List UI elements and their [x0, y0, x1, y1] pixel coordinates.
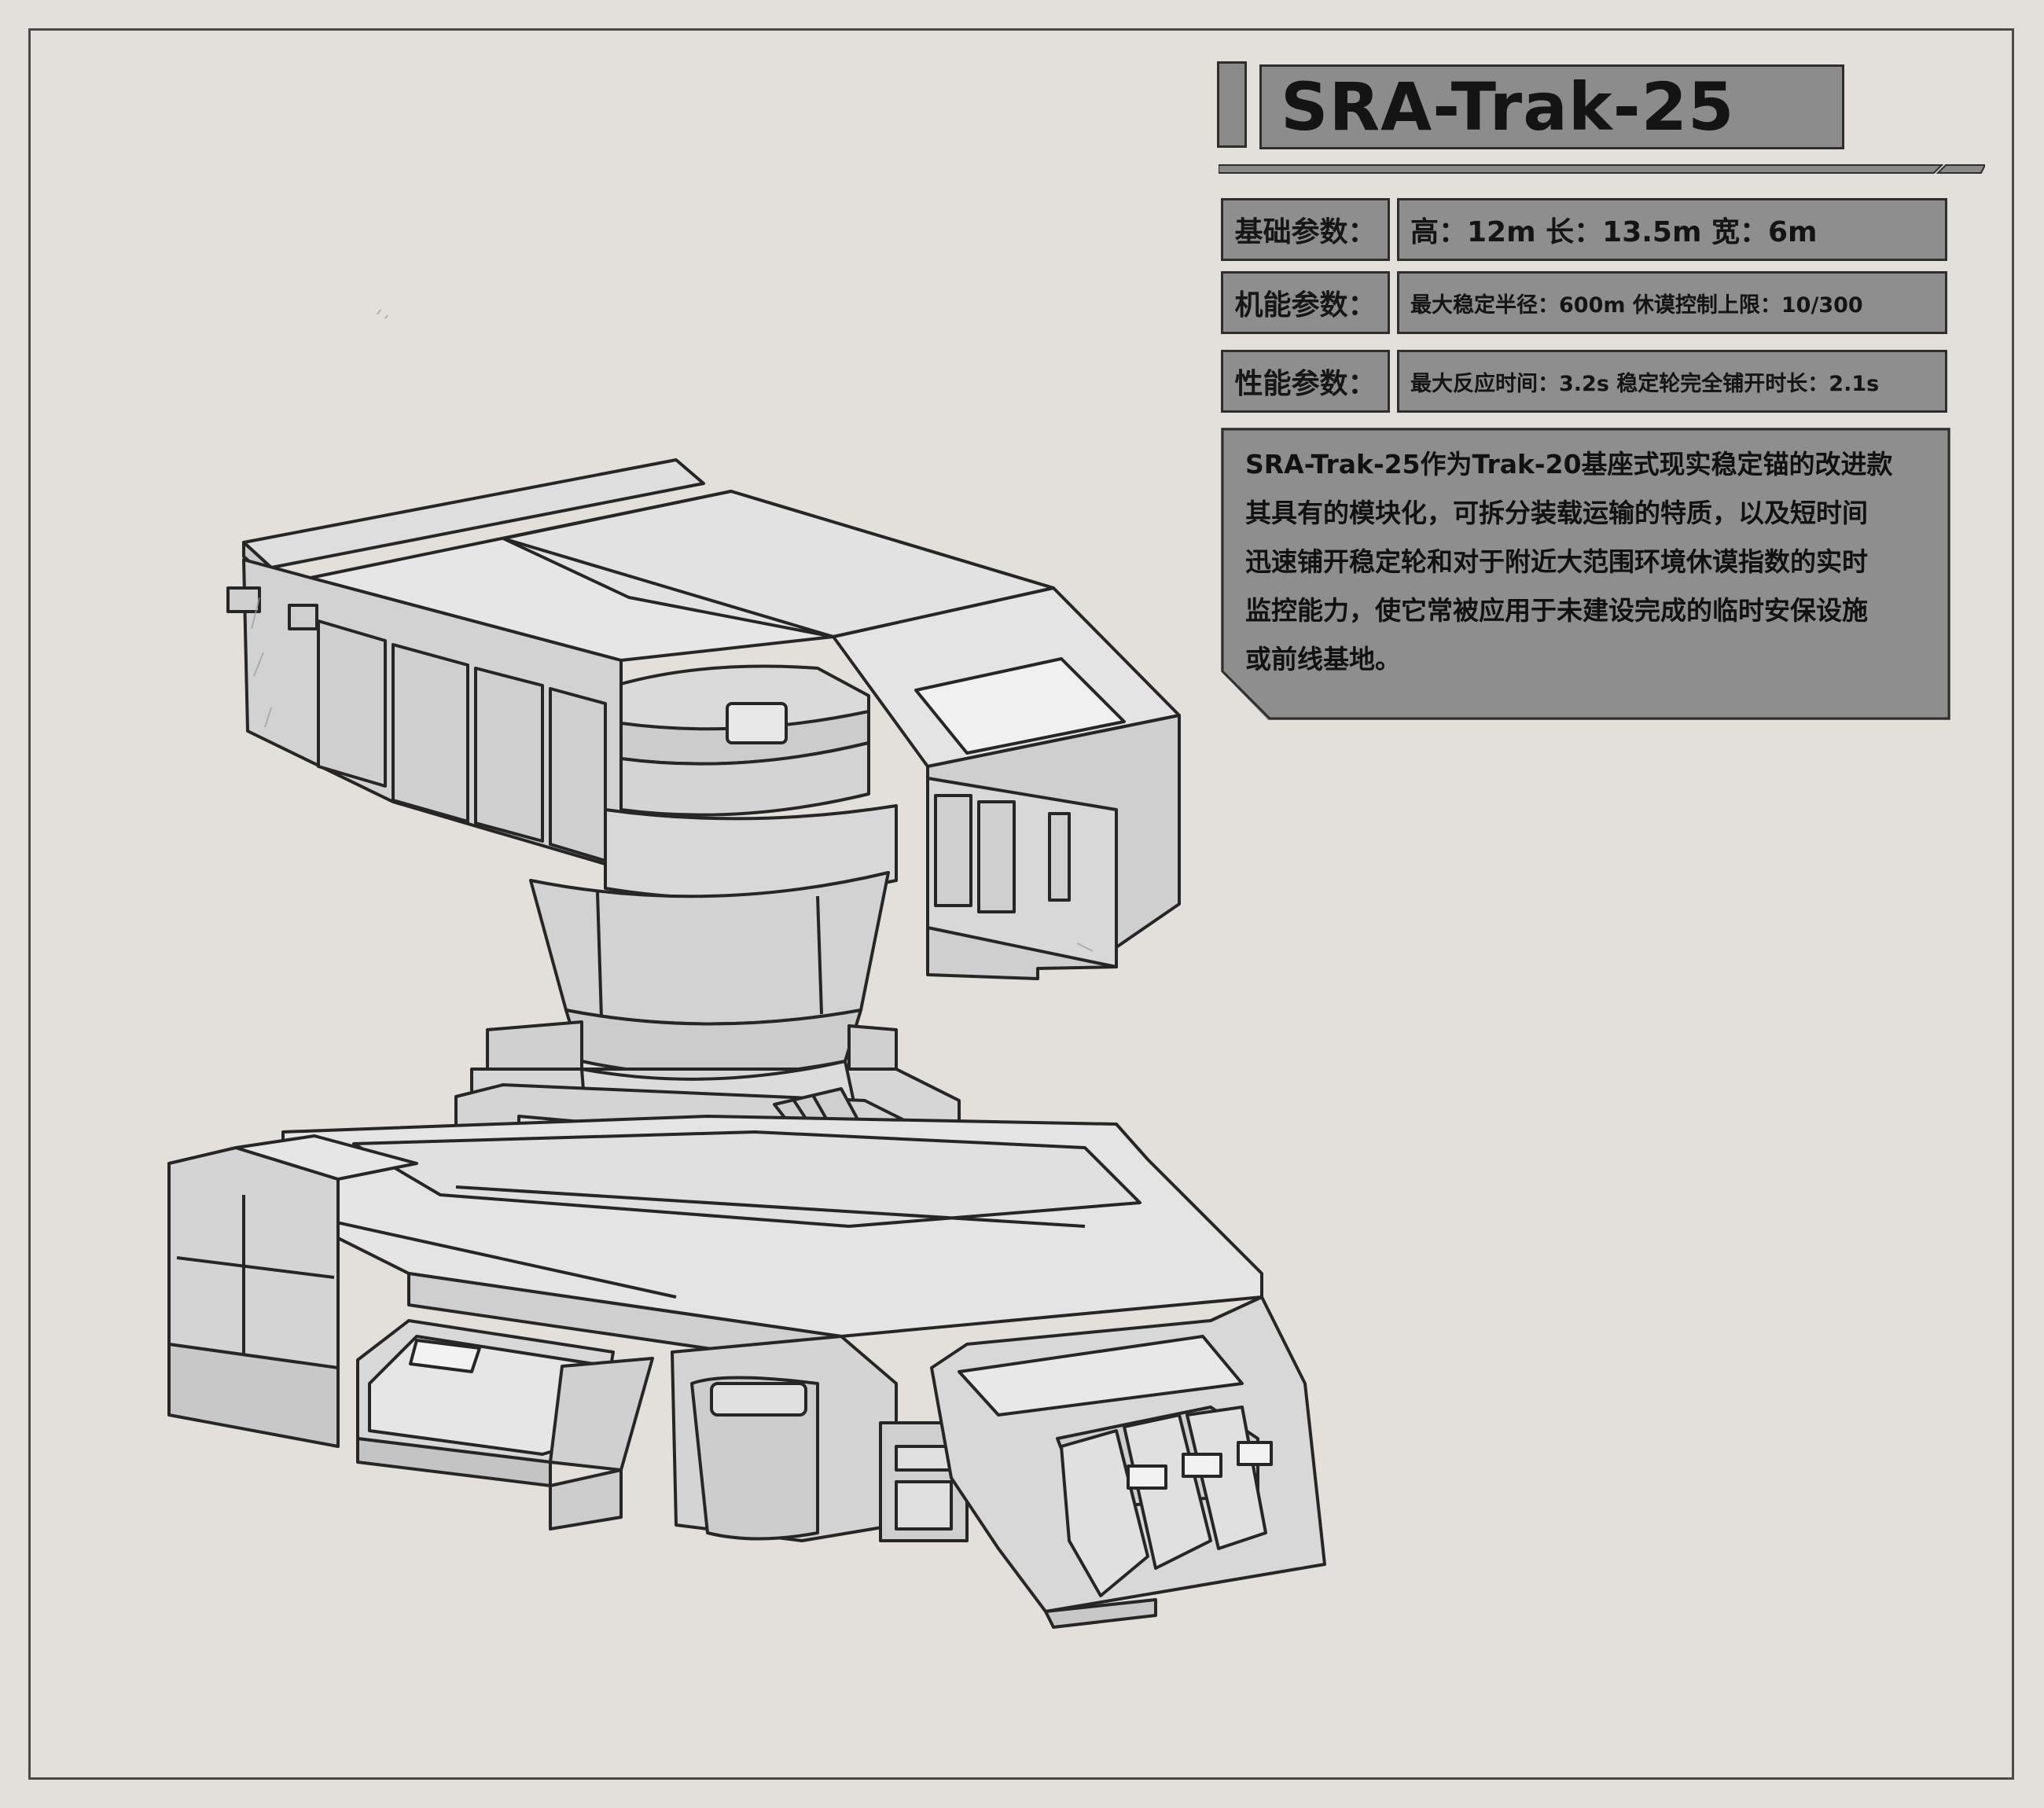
param-value: 最大稳定半径：600m 休谟控制上限：10/300 [1397, 271, 1947, 334]
param-label: 基础参数： [1221, 198, 1390, 261]
title-box: SRA-Trak-25 [1259, 64, 1844, 149]
param-row-basic: 基础参数： 高：12m 长：13.5m 宽：6m [1221, 198, 1947, 261]
page-title: SRA-Trak-25 [1281, 68, 1735, 145]
title-tab-decoration [1217, 61, 1247, 148]
page-frame [28, 28, 2014, 1780]
param-label: 机能参数： [1221, 271, 1390, 334]
param-label: 性能参数： [1221, 350, 1390, 413]
title-underline [1219, 164, 1985, 174]
stabilizer-wheel-segments [1060, 1429, 1149, 1597]
description-text: SRA-Trak-25作为Trak-20基座式现实稳定锚的改进款 其具有的模块化… [1245, 449, 1893, 674]
param-value: 高：12m 长：13.5m 宽：6m [1397, 198, 1947, 261]
turret-neck [529, 871, 890, 1026]
param-value: 最大反应时间：3.2s 稳定轮完全铺开时长：2.1s [1397, 350, 1947, 413]
param-row-performance: 性能参数： 最大反应时间：3.2s 稳定轮完全铺开时长：2.1s [1221, 350, 1947, 413]
param-row-function: 机能参数： 最大稳定半径：600m 休谟控制上限：10/300 [1221, 271, 1947, 334]
